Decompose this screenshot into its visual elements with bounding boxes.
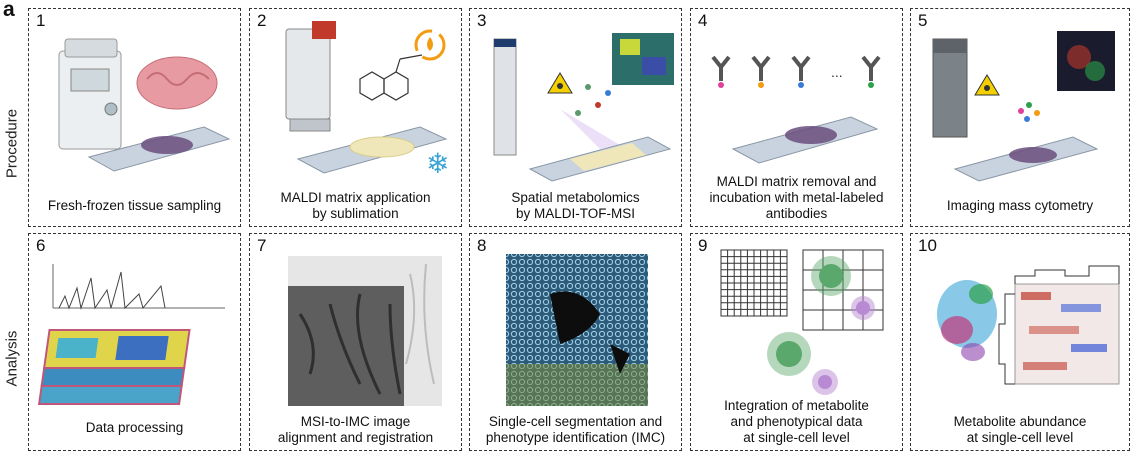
laser-warning-icon — [547, 72, 573, 94]
data-processing-illustration — [37, 264, 225, 405]
panel-3: 3 Spatial metabolomics by MALDI-TOF-MSI — [469, 8, 682, 227]
sublimation-illustration: ❄ — [285, 21, 449, 180]
row-label-procedure: Procedure — [3, 108, 21, 179]
panel-number: 4 — [698, 11, 708, 30]
umap-plot-icon — [937, 280, 997, 361]
panel-number: 9 — [698, 236, 708, 255]
panel-10: 10 Metabolite abundance at single-cell l… — [910, 233, 1130, 451]
figure-letter: a — [3, 0, 15, 21]
panel-number: 6 — [36, 236, 46, 255]
image-stack-icon — [37, 329, 191, 405]
panel-caption: Fresh-frozen tissue sampling — [47, 198, 222, 213]
snowflake-icon: ❄ — [426, 147, 449, 180]
cryostat-illustration — [58, 38, 231, 172]
svg-text:...: ... — [831, 64, 843, 80]
image-registration-illustration — [288, 256, 442, 406]
panel-caption: Single-cell segmentation and phenotype i… — [485, 414, 666, 445]
panel-6: 6 Data processing — [28, 233, 241, 451]
heat-cycle-icon — [414, 29, 446, 61]
data-integration-illustration — [720, 249, 884, 395]
metabolite-abundance-illustration — [937, 265, 1120, 385]
panel-caption: MSI-to-IMC image alignment and registrat… — [277, 414, 434, 445]
panel-caption: Data processing — [85, 420, 184, 435]
imaging-mass-cytometry-illustration — [932, 31, 1115, 182]
panel-number: 7 — [257, 236, 267, 255]
fine-grid-icon — [720, 249, 788, 317]
panel-caption: Metabolite abundance at single-cell leve… — [953, 414, 1087, 445]
panel-number: 10 — [918, 236, 937, 255]
cell-segmentation-illustration — [506, 254, 648, 406]
panel-5: 5 Imaging mass cytometry — [910, 8, 1130, 227]
heatmap-icon — [998, 265, 1120, 385]
panel-7: 7 MSI-to-IMC image alignment and registr… — [249, 233, 462, 451]
panel-number: 5 — [918, 11, 928, 30]
panel-number: 2 — [257, 11, 267, 30]
panel-number: 1 — [36, 11, 46, 30]
panel-8: 8 Single-cell segmentation and phenotype… — [469, 233, 682, 451]
panel-number: 3 — [477, 11, 487, 30]
panel-number: 8 — [477, 236, 487, 255]
antibody-icon — [711, 55, 881, 81]
panel-caption: Integration of metabolite and phenotypic… — [724, 398, 869, 445]
laser-warning-icon — [974, 74, 1000, 96]
row-label-analysis: Analysis — [3, 330, 21, 387]
panel-2: ❄ 2 MALDI matrix application by sublimat… — [249, 8, 462, 227]
mass-spectrum-icon — [52, 264, 225, 310]
panel-1: 1 Fresh-frozen tissue sampling — [28, 8, 241, 227]
panel-caption: Imaging mass cytometry — [946, 198, 1094, 213]
panel-9: 9 Integration of metabolite and phenotyp… — [690, 233, 903, 451]
coarse-grid-icon — [802, 249, 884, 331]
antibody-staining-illustration: ... — [711, 55, 881, 164]
brain-tissue-icon — [136, 56, 218, 110]
panel-caption: MALDI matrix removal and incubation with… — [709, 174, 884, 221]
matrix-molecule-icon — [359, 54, 423, 101]
maldi-msi-illustration — [493, 33, 674, 182]
panel-4: ... 4 MALDI matrix removal and incubatio… — [690, 8, 903, 227]
panel-caption: MALDI matrix application by sublimation — [280, 190, 431, 221]
panel-caption: Spatial metabolomics by MALDI-TOF-MSI — [511, 190, 640, 221]
